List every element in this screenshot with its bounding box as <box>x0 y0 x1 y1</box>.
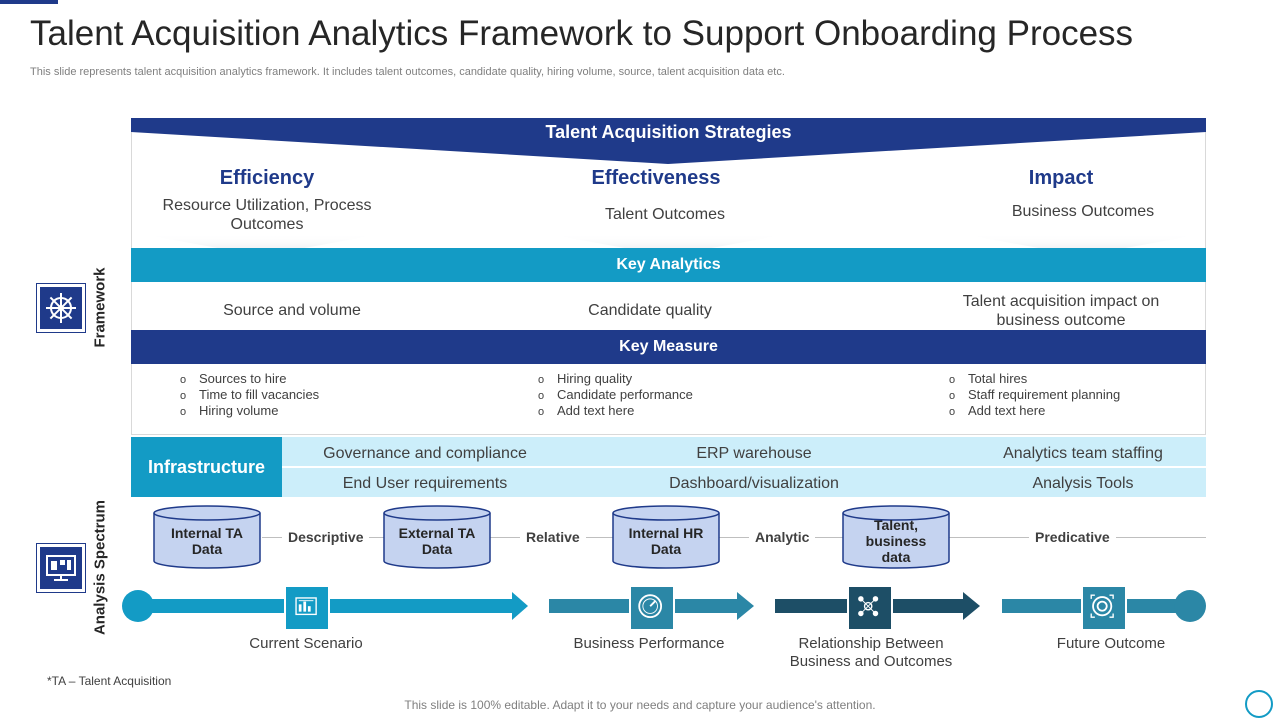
stage-label: Relationship Between Business and Outcom… <box>789 635 953 670</box>
column-text-effectiveness: Talent Outcomes <box>604 206 726 223</box>
impact-funnel-shape <box>962 234 1202 256</box>
bullet-marker: o <box>949 406 956 418</box>
data-source-cylinder <box>153 505 261 569</box>
analysis-type-label: Analytic <box>749 529 816 545</box>
strategies-label: Talent Acquisition Strategies <box>545 122 792 142</box>
infrastructure-label: Infrastructure <box>131 437 282 497</box>
network-icon <box>847 585 893 631</box>
bullet-marker: o <box>538 390 545 402</box>
data-source-cylinder <box>383 505 491 569</box>
analysis-type-label: Relative <box>520 529 586 545</box>
key-analytics-band: Key Analytics <box>131 248 1206 282</box>
spectrum-connector-line <box>262 537 1206 538</box>
framework-icon <box>36 283 86 333</box>
column-text-impact: Business Outcomes <box>1011 203 1155 220</box>
bullet-marker: o <box>538 374 545 386</box>
ship-wheel-icon <box>46 293 76 323</box>
data-source-cylinder <box>842 505 950 569</box>
bullet-marker: o <box>949 374 956 386</box>
framework-side-label: Framework <box>91 267 109 348</box>
data-source-label: Internal TA Data <box>170 525 244 557</box>
stage-label: Business Performance <box>573 635 725 652</box>
infrastructure-row-1 <box>282 437 1206 466</box>
data-source-cylinder <box>612 505 720 569</box>
analysis-spectrum-icon <box>36 543 86 593</box>
stage-label: Future Outcome <box>1056 635 1166 652</box>
analysis-type-label: Predicative <box>1029 529 1116 545</box>
efficiency-funnel-shape <box>141 234 381 256</box>
infrastructure-item: Governance and compliance <box>323 445 527 462</box>
key-measure-band: Key Measure <box>131 330 1206 364</box>
data-source-label: Internal HR Data <box>628 525 704 557</box>
stage-label: Current Scenario <box>249 635 363 652</box>
infrastructure-item: End User requirements <box>342 475 508 492</box>
bullet-marker: o <box>180 390 187 402</box>
column-heading-effectiveness: Effectiveness <box>591 167 721 189</box>
infrastructure-item: ERP warehouse <box>696 445 812 462</box>
data-source-label: Talent, business data <box>865 517 927 565</box>
footer-note: This slide is 100% editable. Adapt it to… <box>404 698 876 712</box>
corner-ring-icon <box>1245 690 1273 718</box>
page-subtitle: This slide represents talent acquisition… <box>30 66 785 78</box>
key-analytics-item: Source and volume <box>223 302 361 319</box>
monitor-chart-icon <box>46 555 76 581</box>
strategies-banner <box>131 118 1206 164</box>
title-accent-line <box>0 0 58 4</box>
key-analytics-item: Candidate quality <box>588 302 712 319</box>
effectiveness-funnel-shape <box>548 234 788 256</box>
bullet-marker: o <box>949 390 956 402</box>
infrastructure-item: Analytics team staffing <box>1003 445 1163 462</box>
column-heading-impact: Impact <box>1028 167 1094 189</box>
infrastructure-item: Analysis Tools <box>1032 475 1134 492</box>
bullet-marker: o <box>180 374 187 386</box>
footnote: *TA – Talent Acquisition <box>47 674 172 688</box>
column-heading-efficiency: Efficiency <box>219 167 315 189</box>
column-text-efficiency: Resource Utilization, Process Outcomes <box>162 197 372 233</box>
key-analytics-item: Talent acquisition impact on business ou… <box>962 293 1160 329</box>
analysis-spectrum-side-label: Analysis Spectrum <box>91 499 109 636</box>
infrastructure-item: Dashboard/visualization <box>669 475 839 492</box>
data-source-label: External TA Data <box>398 525 476 557</box>
dashboard-icon <box>284 585 330 631</box>
page-title: Talent Acquisition Analytics Framework t… <box>30 14 1134 53</box>
infrastructure-row-2 <box>282 468 1206 497</box>
target-icon <box>1081 585 1127 631</box>
bullet-marker: o <box>538 406 545 418</box>
speedometer-icon <box>629 585 675 631</box>
analysis-type-label: Descriptive <box>282 529 370 545</box>
bullet-marker: o <box>180 406 187 418</box>
